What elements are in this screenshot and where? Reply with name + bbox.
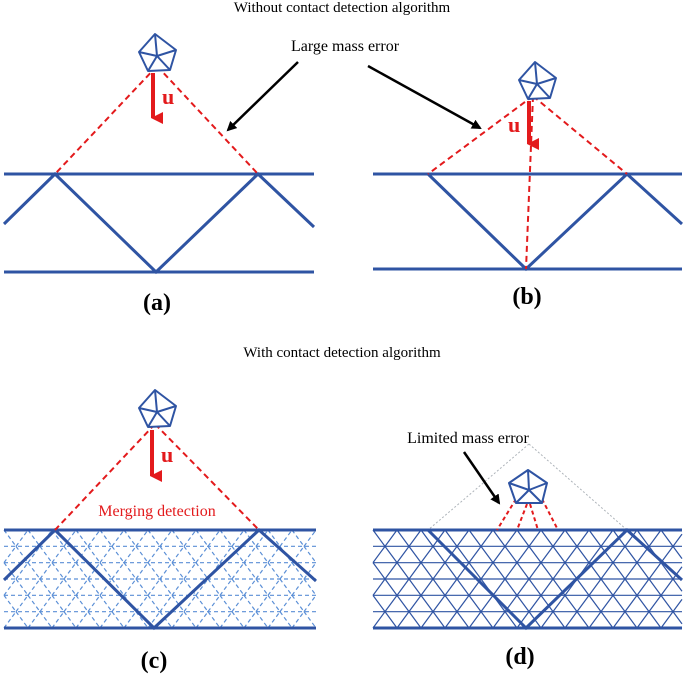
panel-label-d: (d): [505, 644, 534, 670]
contact-lines-a: [54, 65, 259, 175]
panel-label-b: (b): [512, 284, 541, 310]
panel-label-a: (a): [143, 290, 171, 316]
displacement-label: u: [508, 112, 520, 137]
pentagon-particle-icon: [508, 469, 548, 504]
panel-b: u (b): [373, 61, 684, 310]
annotation-merging-detection: Merging detection: [98, 503, 215, 520]
pentagon-particle-icon: [518, 61, 557, 100]
panel-label-c: (c): [141, 648, 168, 674]
truss-mesh-a: [2, 171, 316, 275]
truss-mesh-d: [373, 527, 684, 631]
annotation-limited-mass-error: Limited mass error: [407, 430, 529, 447]
displacement-label: u: [162, 84, 174, 109]
fine-mesh-solid: [372, 529, 683, 629]
pentagon-particle-icon: [138, 389, 177, 428]
contact-lines-b: [427, 95, 628, 270]
annotation-arrow-right: [367, 64, 482, 130]
ghost-contact-lines: [427, 443, 628, 531]
pentagon-particle-icon: [138, 33, 177, 72]
panel-d: Limited mass error (d): [372, 430, 684, 670]
annotation-large-mass-error: Large mass error: [291, 38, 400, 55]
heading-without-contact: Without contact detection algorithm: [234, 0, 451, 16]
annotation-arrow-limited: [462, 451, 501, 505]
contact-lines-d: [496, 498, 559, 531]
truss-mesh-b: [373, 171, 684, 272]
heading-with-contact: With contact detection algorithm: [243, 345, 441, 361]
contact-lines-c: [54, 423, 260, 531]
panel-a: u (a): [2, 33, 316, 316]
annotation-arrow-left: [226, 61, 299, 132]
panel-c: u Merging detection (c): [2, 389, 318, 674]
fine-mesh-dashed: [3, 529, 317, 629]
displacement-label: u: [161, 442, 173, 467]
